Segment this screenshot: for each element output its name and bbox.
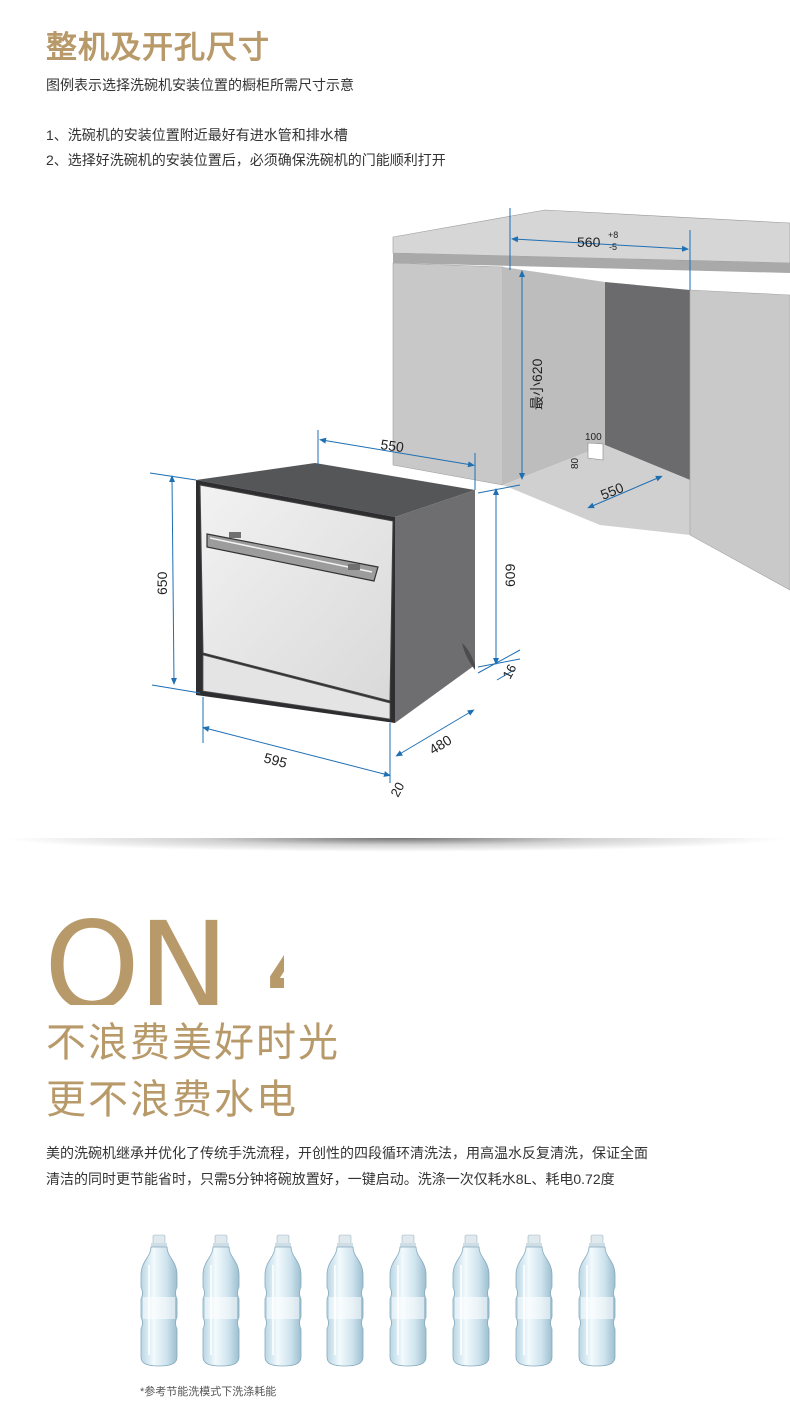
slogan-line-2: 更不浪费水电	[46, 1078, 298, 1122]
bottle-6	[452, 1234, 490, 1367]
bottle-3	[264, 1234, 302, 1367]
section-divider	[0, 838, 790, 852]
bottle-1	[140, 1234, 178, 1367]
pipe-width-label: 100	[585, 432, 602, 443]
installation-note-2: 2、选择好洗碗机的安装位置后，必须确保洗碗机的门能顺利打开	[46, 152, 446, 168]
machine-back-height-label: 609	[502, 563, 518, 587]
bottle-7	[515, 1234, 553, 1367]
water-bottles	[140, 1234, 616, 1367]
bottle-8	[578, 1234, 616, 1367]
slogan-line-1: 不浪费美好时光	[46, 1021, 340, 1065]
cabinet-width-tol-plus: +8	[608, 230, 618, 240]
dishwasher	[196, 463, 475, 723]
machine-top-depth-label: 550	[380, 436, 406, 455]
installation-note-1: 1、洗碗机的安装位置附近最好有进水管和排水槽	[46, 127, 348, 143]
pipe-height-label: 80	[570, 457, 581, 469]
on4-headline: ON 4	[44, 905, 284, 1005]
cabinet-dimensions	[509, 208, 691, 509]
machine-height-label: 650	[154, 571, 170, 595]
cabinet-width-tol-minus: -5	[609, 242, 617, 252]
cabinet	[392, 209, 790, 591]
cabinet-width-label: 560	[577, 234, 601, 250]
section-subtitle: 图例表示选择洗碗机安装位置的橱柜所需尺寸示意	[46, 77, 354, 93]
dishwasher-dimensions	[149, 430, 521, 783]
bottle-5	[389, 1234, 427, 1367]
dimension-diagram: 560 +8 -5 最小620 100 80 550 550 650 60	[149, 208, 790, 800]
back-gap-label: 16	[499, 662, 519, 682]
front-gap-label: 20	[387, 780, 407, 800]
machine-width-label: 595	[262, 749, 289, 771]
bottle-row	[140, 1234, 616, 1367]
cabinet-height-label: 最小620	[529, 358, 545, 410]
section-title: 整机及开孔尺寸	[46, 30, 270, 65]
bottle-4	[326, 1234, 364, 1367]
feature-description: 美的洗碗机继承并优化了传统手洗流程，开创性的四段循环清洗法，用高温水反复清洗，保…	[46, 1145, 648, 1187]
bottle-2	[202, 1234, 240, 1367]
footnote: *参考节能洗模式下洗涤耗能	[140, 1386, 277, 1398]
